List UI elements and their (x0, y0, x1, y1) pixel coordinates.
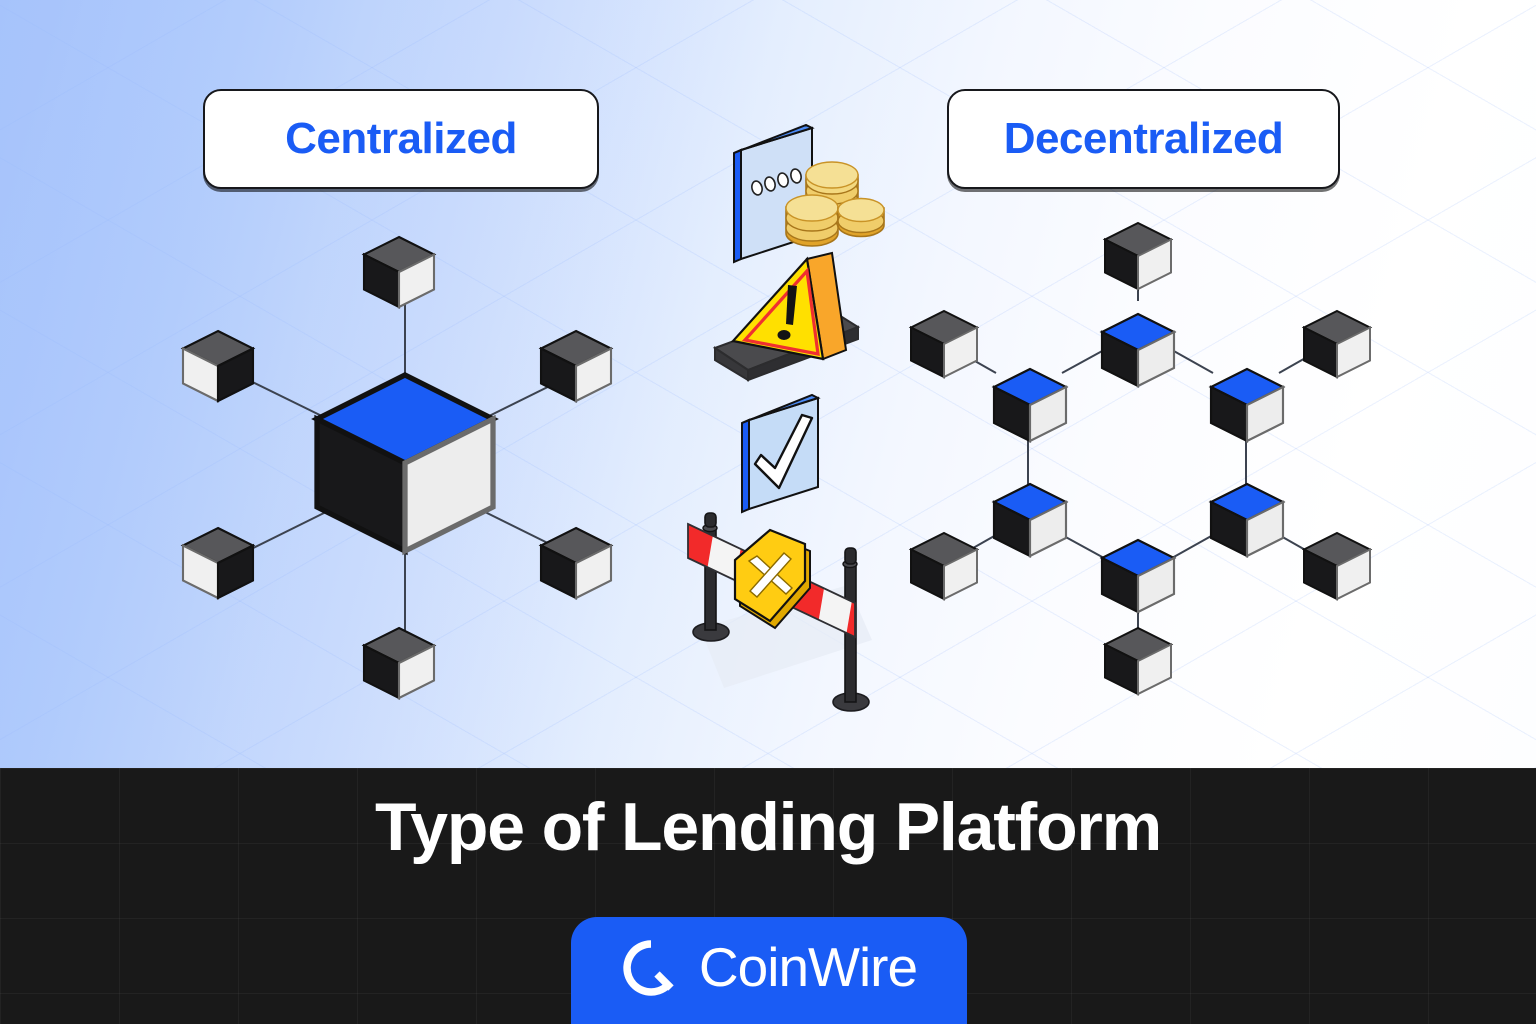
decentralized-node-bottom-right (1209, 482, 1285, 558)
centralized-satellite-top (362, 235, 436, 309)
label-centralized-text: Centralized (285, 114, 517, 163)
decentralized-node-top-right (1209, 367, 1285, 443)
no-entry-sign-icon (733, 528, 811, 630)
decentralized-outer-top-right (1303, 310, 1371, 378)
illustration-area: Centralized Decentralized (0, 0, 1536, 768)
coinwire-ring-icon (623, 939, 674, 996)
centralized-satellite-bottom-right (539, 526, 613, 600)
coinwire-logo-text: CoinWire (698, 936, 918, 998)
decentralized-outer-bottom-left (910, 532, 978, 600)
checkmark-panel-icon (741, 393, 821, 514)
barrier-icon (687, 512, 872, 712)
centralized-satellite-top-left (181, 329, 255, 403)
decentralized-node-bottom-left (992, 482, 1068, 558)
decentralized-outer-bottom-right (1303, 532, 1371, 600)
centralized-satellite-bottom (362, 626, 436, 700)
coinwire-logo-badge[interactable]: CoinWire (571, 917, 967, 1024)
decentralized-outer-top (1104, 222, 1172, 290)
label-pill-centralized: Centralized (203, 89, 599, 189)
decentralized-network (910, 222, 1371, 695)
coin-stack-right-icon (837, 197, 885, 238)
coin-stack-left-icon (785, 194, 839, 247)
page-title: Type of Lending Platform (375, 789, 1162, 865)
centralized-hub-cube (317, 375, 493, 551)
card-and-coins-icon (733, 123, 885, 264)
warning-triangle-icon (712, 251, 861, 382)
centralized-satellite-bottom-left (181, 526, 255, 600)
decentralized-outer-bottom (1104, 627, 1172, 695)
decentralized-node-bottom (1100, 538, 1176, 614)
label-decentralized-text: Decentralized (1003, 114, 1284, 163)
label-pill-decentralized: Decentralized (947, 89, 1340, 189)
centralized-network (181, 235, 613, 700)
decentralized-node-top (1100, 312, 1176, 388)
decentralized-node-top-left (992, 367, 1068, 443)
centralized-satellite-top-right (539, 329, 613, 403)
decentralized-outer-top-left (910, 310, 978, 378)
diagram-scene (181, 123, 1371, 712)
